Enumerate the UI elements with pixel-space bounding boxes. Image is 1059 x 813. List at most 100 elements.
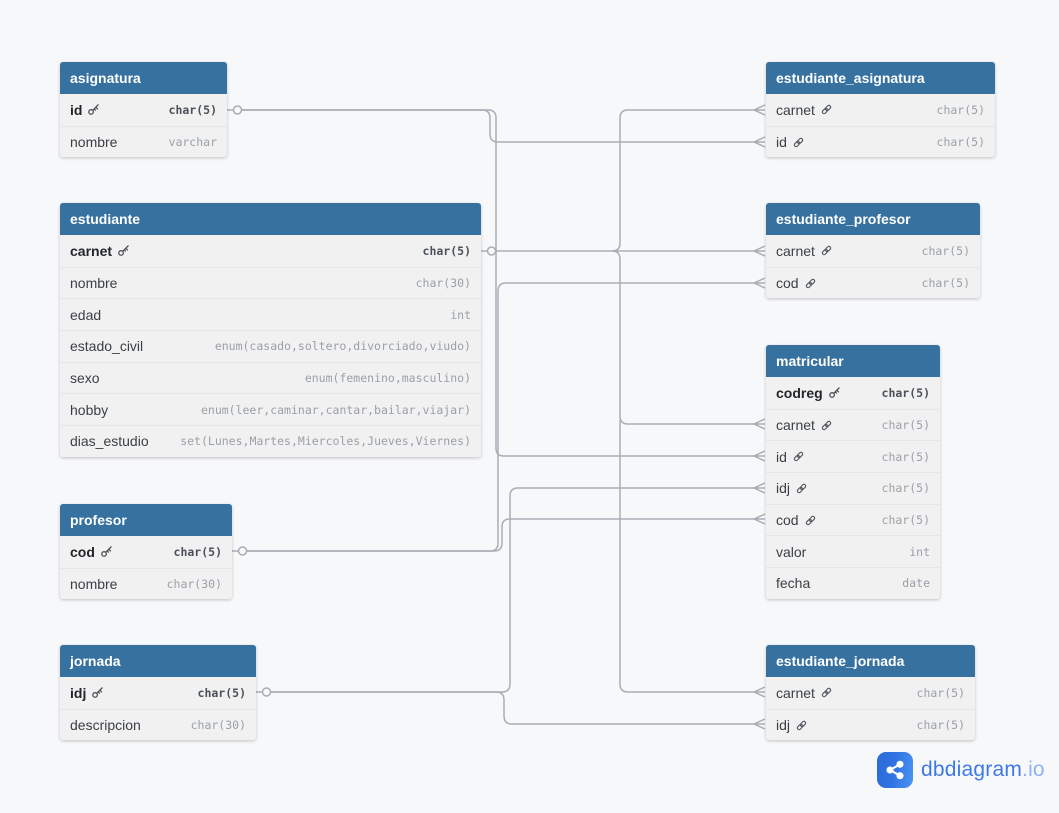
field-type-label: char(30) — [166, 577, 222, 592]
field-row-matricular-idj[interactable]: idj char(5) — [766, 472, 940, 504]
foreign-key-link-icon — [804, 514, 817, 527]
table-header-estudiante[interactable]: estudiante — [60, 203, 481, 235]
field-name-label: carnet — [70, 242, 113, 259]
field-name-label: nombre — [70, 275, 118, 292]
table-header-estudiante_profesor[interactable]: estudiante_profesor — [766, 203, 980, 235]
field-name-label: id — [776, 448, 787, 465]
foreign-key-link-icon — [820, 103, 833, 116]
dbdiagram-logo[interactable]: dbdiagram.io — [877, 752, 1045, 788]
field-name-label: id — [776, 134, 787, 151]
field-row-profesor-nombre[interactable]: nombre char(30) — [60, 567, 232, 600]
field-type-label: char(5) — [936, 135, 985, 150]
dbdiagram-logo-icon — [877, 752, 913, 788]
field-type-label: char(5) — [881, 418, 930, 433]
field-row-jornada-descripcion[interactable]: descripcion char(30) — [60, 708, 256, 741]
field-type-label: char(5) — [916, 718, 965, 733]
relation-line:estudiante.carnet->estudiante_profesor.carnet — [496, 245, 766, 257]
many-end-crowfoot — [753, 513, 766, 525]
one-end-connector:jornada.idj — [256, 687, 272, 697]
field-name-label: carnet — [776, 101, 815, 118]
field-type-label: date — [902, 576, 930, 591]
field-name-label: descripcion — [70, 717, 141, 734]
field-row-estudiante_asignatura-id[interactable]: id char(5) — [766, 125, 995, 158]
field-row-estudiante_profesor-carnet[interactable]: carnet char(5) — [766, 235, 980, 267]
one-end-dot — [237, 546, 248, 556]
field-name-label: idj — [776, 480, 791, 497]
field-type-label: char(5) — [881, 481, 930, 496]
field-row-estudiante_asignatura-carnet[interactable]: carnet char(5) — [766, 94, 995, 126]
foreign-key-link-icon — [820, 686, 833, 699]
field-type-label: enum(femenino,masculino) — [304, 371, 471, 386]
foreign-key-link-icon — [795, 482, 808, 495]
table-header-estudiante_asignatura[interactable]: estudiante_asignatura — [766, 62, 995, 94]
one-end-connector:asignatura.id — [227, 105, 243, 115]
many-end-crowfoot — [753, 277, 766, 289]
table-header-estudiante_jornada[interactable]: estudiante_jornada — [766, 645, 975, 677]
field-type-label: char(5) — [173, 544, 222, 559]
relation-line:asignatura.id->estudiante_asignatura.id — [242, 109, 766, 148]
field-type-label: enum(leer,caminar,cantar,bailar,viajar) — [200, 402, 471, 417]
field-name-label: estado_civil — [70, 338, 144, 355]
one-end-connector:estudiante.carnet — [481, 246, 497, 256]
foreign-key-link-icon — [792, 450, 805, 463]
one-end-connector:profesor.cod — [232, 546, 248, 556]
table-header-matricular[interactable]: matricular — [766, 345, 940, 377]
primary-key-icon — [100, 545, 113, 558]
one-end-dot — [486, 246, 497, 256]
many-end-crowfoot — [753, 450, 766, 462]
one-end-dot — [232, 105, 243, 115]
table-header-profesor[interactable]: profesor — [60, 504, 232, 536]
primary-key-icon — [117, 244, 130, 257]
foreign-key-link-icon — [820, 419, 833, 432]
many-end-crowfoot — [753, 418, 766, 430]
field-type-label: set(Lunes,Martes,Miercoles,Jueves,Vierne… — [180, 434, 471, 449]
field-name-label: carnet — [776, 242, 815, 259]
relation-line:jornada.idj->matricular.idj — [271, 482, 766, 693]
field-type-label: enum(casado,soltero,divorciado,viudo) — [214, 339, 471, 354]
field-type-label: char(5) — [921, 243, 970, 258]
relation-line:profesor.cod->matricular.cod — [247, 513, 766, 552]
logo-text-suffix: .io — [1022, 758, 1045, 781]
field-type-label: char(30) — [190, 718, 246, 733]
field-row-estudiante-estado_civil[interactable]: estado_civil enum(casado,soltero,divorcia… — [60, 330, 481, 362]
one-end-dot — [261, 687, 272, 697]
field-name-label: codreg — [776, 384, 823, 401]
field-type-label: char(5) — [197, 685, 246, 700]
table-header-jornada[interactable]: jornada — [60, 645, 256, 677]
many-end-crowfoot — [753, 482, 766, 494]
many-end-crowfoot — [753, 104, 766, 116]
field-name-label: nombre — [70, 576, 118, 593]
field-type-label: varchar — [168, 135, 217, 150]
table-header-asignatura[interactable]: asignatura — [60, 62, 227, 94]
relation-line:jornada.idj->estudiante_jornada.idj — [271, 691, 766, 730]
field-type-label: char(5) — [936, 102, 985, 117]
